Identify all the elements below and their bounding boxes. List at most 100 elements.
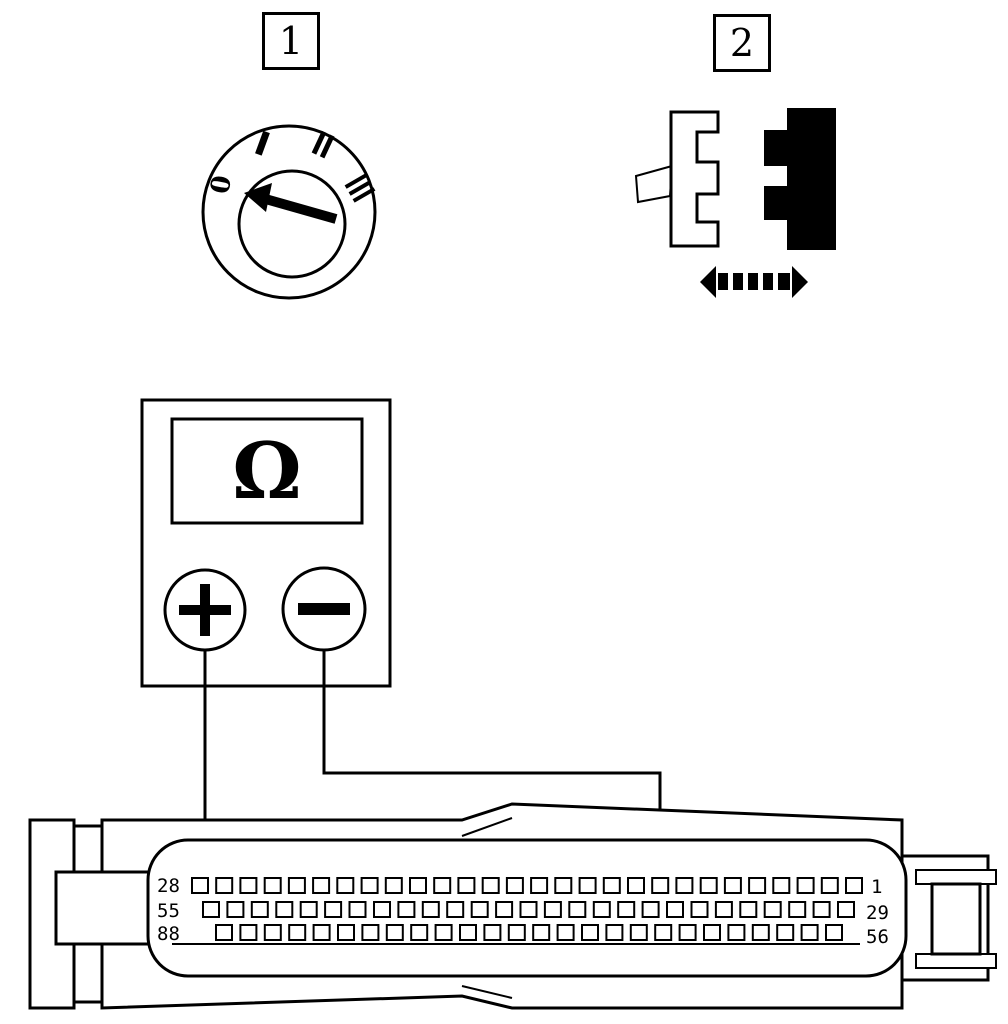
switch-mark-II xyxy=(311,130,335,159)
pin-label-28: 28 xyxy=(157,875,180,897)
pin-label-88: 88 xyxy=(157,923,180,945)
connector-pin xyxy=(800,924,819,941)
connector-pin xyxy=(714,901,733,918)
connector-pin xyxy=(556,924,575,941)
connector-pin xyxy=(446,901,465,918)
connector-pin xyxy=(287,877,306,894)
ignition-switch-icon: 0 xyxy=(201,124,377,300)
switch-mark-I xyxy=(255,130,270,156)
double-arrow-icon xyxy=(700,266,808,298)
connector-pin xyxy=(348,901,367,918)
connector-pin xyxy=(337,924,355,941)
connector-pin xyxy=(505,877,524,894)
connector-pin xyxy=(554,877,573,894)
connector-pin xyxy=(470,901,489,918)
connector-pin xyxy=(675,877,694,894)
step-1-label: 1 xyxy=(262,12,320,70)
connector-pin xyxy=(532,924,551,941)
connector-pin xyxy=(481,877,500,894)
connector-pin xyxy=(739,901,758,918)
negative-probe-icon xyxy=(281,566,367,652)
pin-label-56: 56 xyxy=(866,926,889,948)
connector-pin xyxy=(299,901,318,918)
connector-pin xyxy=(530,877,549,894)
connector-pin xyxy=(723,877,742,894)
connector-pin xyxy=(605,924,624,941)
connector-pin xyxy=(651,877,670,894)
connector-pin xyxy=(324,901,343,918)
connector-pin xyxy=(627,877,645,894)
connector-pin xyxy=(796,877,815,894)
connector-pin xyxy=(360,877,379,894)
connector-pin xyxy=(433,877,452,894)
connector-pin xyxy=(239,877,258,894)
connector-pin xyxy=(215,877,234,894)
connector-pin xyxy=(385,924,404,941)
connector-pin xyxy=(837,901,855,918)
connector-pin xyxy=(678,924,697,941)
pin-label-1: 1 xyxy=(871,876,883,898)
connector-pin xyxy=(592,901,611,918)
connector-pin xyxy=(397,901,416,918)
pin-label-55: 55 xyxy=(157,900,180,922)
connector-pin xyxy=(434,924,453,941)
connector-pin xyxy=(263,924,282,941)
connector-pin xyxy=(578,877,597,894)
connector-pin xyxy=(543,901,562,918)
ecu-connector xyxy=(28,802,997,1010)
connector-pin xyxy=(812,901,831,918)
pin-field xyxy=(191,877,863,941)
connector-pin xyxy=(617,901,636,918)
ohm-symbol: Ω xyxy=(232,425,302,517)
connector-pin xyxy=(641,901,660,918)
connector-pin xyxy=(373,901,391,918)
connector-pin xyxy=(263,877,282,894)
connector-pin xyxy=(751,924,770,941)
connector-pin xyxy=(763,901,782,918)
connector-pin xyxy=(250,901,269,918)
connector-pin xyxy=(215,924,233,941)
switch-position-0: 0 xyxy=(205,173,238,196)
connector-pin xyxy=(788,901,807,918)
connector-pin xyxy=(312,924,331,941)
connector-pin xyxy=(459,924,477,941)
connector-pin xyxy=(776,924,795,941)
connector-pin xyxy=(312,877,331,894)
connector-pin xyxy=(421,901,440,918)
multimeter xyxy=(140,398,392,688)
connector-pin xyxy=(191,877,209,894)
connector-pin xyxy=(581,924,599,941)
connector-pin xyxy=(666,901,684,918)
connector-pin xyxy=(820,877,839,894)
connector-pin xyxy=(568,901,587,918)
pin-label-29: 29 xyxy=(866,902,889,924)
connector-pin xyxy=(699,877,718,894)
connector-pin xyxy=(703,924,721,941)
connector-pin xyxy=(507,924,526,941)
step-2-label: 2 xyxy=(713,14,771,72)
connector-pin xyxy=(690,901,709,918)
connector-pin xyxy=(384,877,403,894)
multimeter-display xyxy=(170,417,364,525)
connector-pin xyxy=(239,924,258,941)
connector-pin xyxy=(602,877,621,894)
connector-pin xyxy=(483,924,502,941)
connector-pin xyxy=(336,877,355,894)
connector-pin xyxy=(410,924,429,941)
connector-pin xyxy=(845,877,863,894)
connector-disconnect-icon xyxy=(634,108,836,298)
switch-mark-III xyxy=(344,173,376,203)
connector-pin xyxy=(772,877,791,894)
connector-pin xyxy=(409,877,427,894)
connector-pin xyxy=(495,901,514,918)
connector-pin xyxy=(825,924,843,941)
connector-pin xyxy=(519,901,538,918)
connector-pin xyxy=(654,924,673,941)
connector-pin xyxy=(202,901,220,918)
connector-pin xyxy=(629,924,648,941)
connector-pin xyxy=(748,877,767,894)
connector-pin xyxy=(727,924,746,941)
connector-pin xyxy=(361,924,380,941)
